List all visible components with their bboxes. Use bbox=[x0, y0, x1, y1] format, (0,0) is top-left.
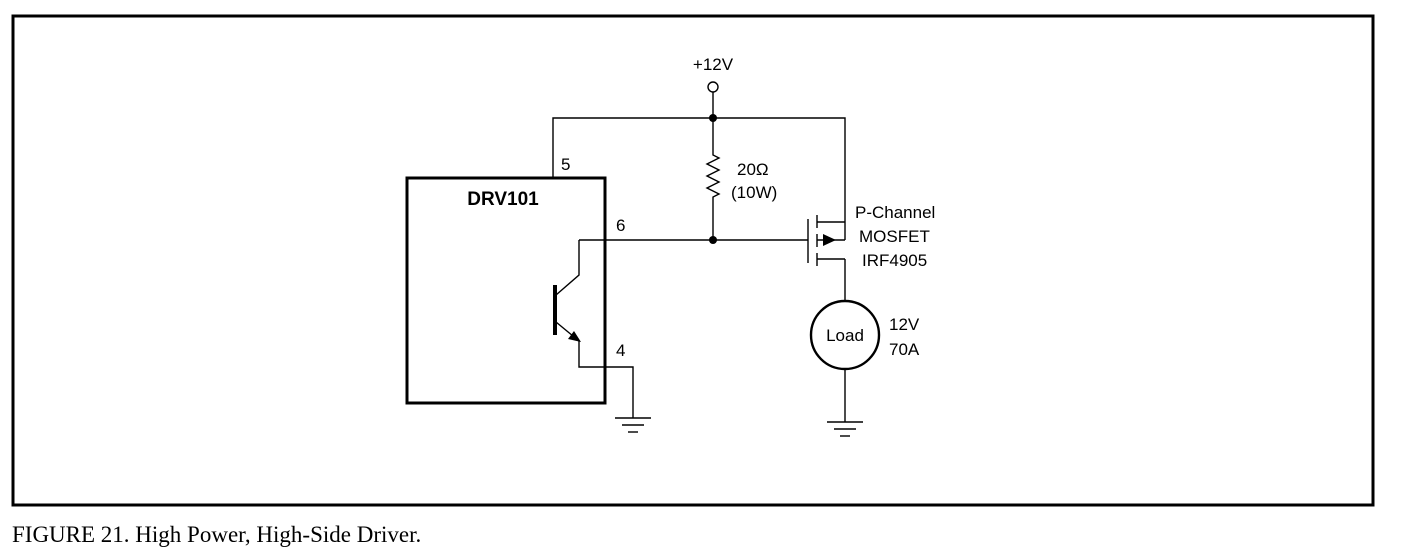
ground-symbol-icon bbox=[827, 421, 863, 437]
mosfet-label-line3: IRF4905 bbox=[862, 251, 927, 270]
pin-6-label: 6 bbox=[616, 216, 625, 235]
npn-transistor-icon bbox=[553, 240, 634, 418]
pin-5-label: 5 bbox=[561, 155, 570, 174]
chip-name: DRV101 bbox=[467, 189, 539, 210]
load-label: Load bbox=[826, 326, 864, 345]
drv101-chip bbox=[405, 176, 607, 405]
supply-terminal bbox=[707, 81, 719, 93]
resistor bbox=[705, 118, 721, 240]
mosfet-label-line1: P-Channel bbox=[855, 203, 935, 222]
supply-rail bbox=[552, 117, 846, 208]
load-current: 70A bbox=[889, 340, 920, 359]
pin-4-label: 4 bbox=[616, 341, 625, 360]
ground-symbol-icon bbox=[615, 417, 651, 433]
figure-caption: FIGURE 21. High Power, High-Side Driver. bbox=[12, 522, 422, 547]
p-channel-mosfet-icon bbox=[807, 208, 846, 301]
figure-frame bbox=[11, 14, 1375, 507]
load-voltage: 12V bbox=[889, 315, 920, 334]
resistor-rating: (10W) bbox=[731, 183, 777, 202]
resistor-value: 20Ω bbox=[737, 160, 769, 179]
mosfet-label-line2: MOSFET bbox=[859, 227, 930, 246]
supply-label: +12V bbox=[693, 55, 734, 74]
